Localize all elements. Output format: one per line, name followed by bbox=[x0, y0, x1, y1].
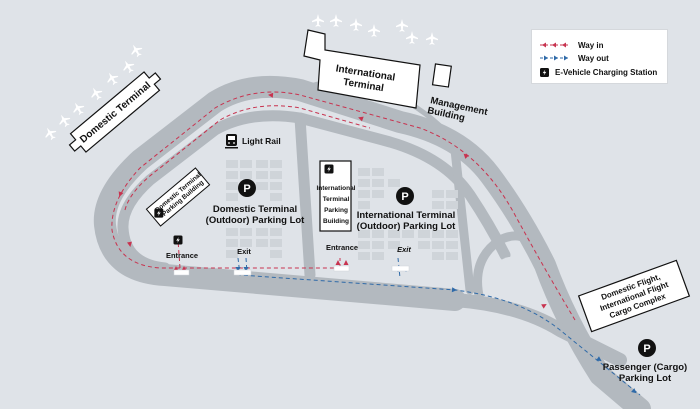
legend-way-out: Way out bbox=[540, 52, 609, 64]
legend-way-in-label: Way in bbox=[578, 40, 604, 50]
international-parking-stalls bbox=[358, 168, 458, 260]
ev-charging-icon bbox=[540, 67, 549, 77]
domestic-lot-label-2: (Outdoor) Parking Lot bbox=[206, 215, 306, 226]
cargo-complex-building: Domestic Flight, International Flight Ca… bbox=[577, 259, 691, 333]
intl-lot-label-2: (Outdoor) Parking Lot bbox=[357, 221, 457, 232]
international-terminal-building: International Terminal bbox=[303, 29, 421, 109]
ev-charging-icon bbox=[173, 235, 183, 245]
map-legend: Way in Way out E-Vehicle Charging Statio… bbox=[531, 29, 668, 84]
intl-parking-building-label-2: Terminal bbox=[323, 196, 350, 203]
cross-road-2 bbox=[450, 145, 475, 295]
way-out-route-left bbox=[245, 257, 248, 274]
international-parking-building: International Terminal Parking Building bbox=[316, 160, 356, 232]
way-in-symbol bbox=[540, 42, 570, 48]
parking-icon-letter: P bbox=[643, 343, 650, 355]
parking-icon bbox=[238, 179, 256, 197]
gate-markers bbox=[173, 265, 410, 276]
light-rail-label: Light Rail bbox=[242, 136, 281, 146]
legend-charging: E-Vehicle Charging Station bbox=[540, 66, 657, 78]
international-outdoor-lot: P International Terminal (Outdoor) Parki… bbox=[357, 187, 457, 232]
legend-charging-label: E-Vehicle Charging Station bbox=[555, 67, 658, 77]
parking-icon-letter: P bbox=[243, 183, 250, 195]
entrance-mid-label: Entrance bbox=[326, 243, 358, 252]
cargo-lot-label-2: Parking Lot bbox=[619, 373, 672, 384]
way-in-route-outer bbox=[111, 91, 576, 321]
light-rail-station: Light Rail bbox=[225, 134, 281, 149]
inner-ground bbox=[490, 256, 540, 300]
legend-way-in: Way in bbox=[540, 39, 603, 51]
ev-charging-icon bbox=[324, 164, 334, 174]
domestic-outdoor-lot: P Domestic Terminal (Outdoor) Parking Lo… bbox=[206, 179, 306, 226]
exit-left-label: Exit bbox=[237, 247, 251, 256]
domestic-parking-stalls bbox=[226, 160, 282, 258]
exit-mid-label: Exit bbox=[397, 245, 411, 254]
entrance-left-label: Entrance bbox=[166, 251, 198, 260]
cross-road-1 bbox=[294, 112, 316, 281]
parking-icon bbox=[638, 339, 656, 357]
intl-lot-label-1: International Terminal bbox=[357, 210, 456, 221]
cargo-lot-label-1: Passenger (Cargo) bbox=[603, 362, 687, 373]
inner-loop-road bbox=[117, 110, 511, 274]
way-out-symbol bbox=[540, 55, 570, 61]
entrance-exit-labels: Entrance Exit Entrance Exit bbox=[166, 235, 411, 260]
road-network bbox=[93, 75, 651, 409]
intl-parking-building-label-1: International bbox=[316, 185, 355, 192]
way-in-route-upper bbox=[124, 105, 371, 211]
parking-icon bbox=[396, 187, 414, 205]
intl-parking-building-label-4: Building bbox=[323, 218, 349, 225]
intl-parking-building-label-3: Parking bbox=[324, 207, 348, 214]
cargo-parking-lot: P Passenger (Cargo) Parking Lot bbox=[603, 339, 687, 384]
ramp-road bbox=[473, 231, 550, 305]
legend-way-out-label: Way out bbox=[578, 53, 609, 63]
parking-icon-letter: P bbox=[401, 191, 408, 203]
domestic-lot-label-1: Domestic Terminal bbox=[213, 204, 297, 215]
